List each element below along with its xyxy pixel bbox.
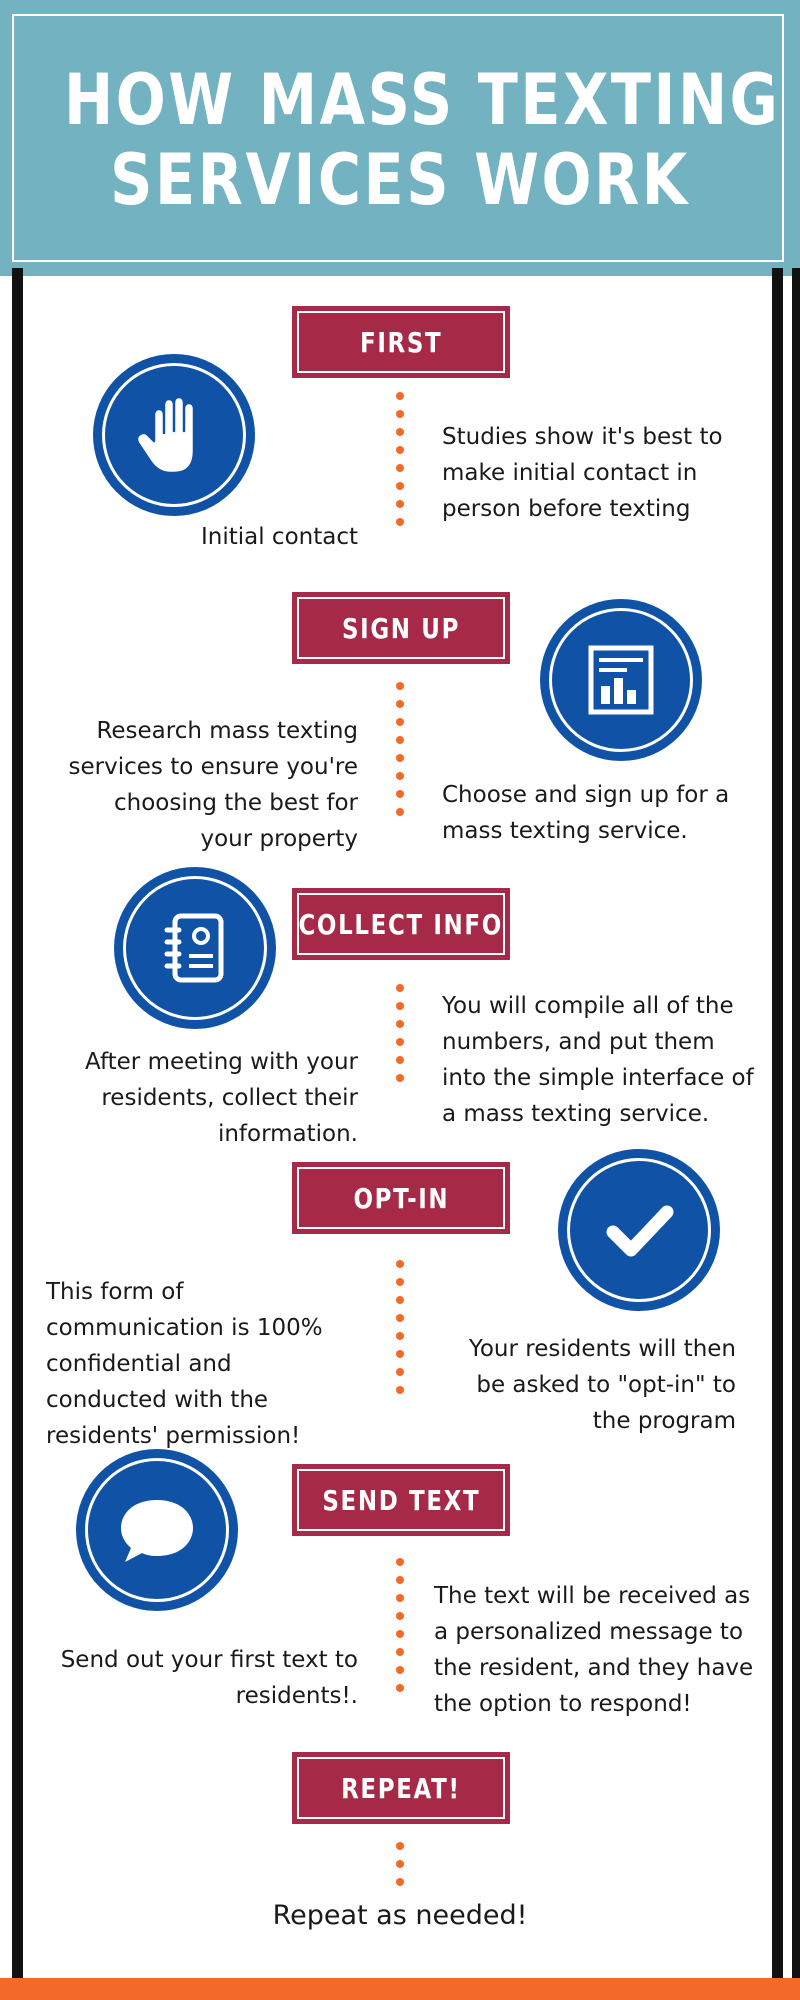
step-icon-opt-in [558, 1149, 720, 1311]
step-label-collect-info: COLLECT INFO [292, 888, 510, 960]
right-outer-bar [792, 268, 800, 1980]
title-line-1: HOW MASS TEXTING [64, 59, 781, 141]
step-connector-dots [394, 682, 406, 826]
step-label-sign-up: SIGN UP [292, 592, 510, 664]
page-title: HOW MASS TEXTING SERVICES WORK [64, 59, 781, 221]
step-text-send-text-b: The text will be received as a personali… [434, 1583, 754, 1717]
step-label-text: OPT-IN [353, 1181, 449, 1215]
step-connector-dots [394, 1260, 406, 1404]
step-text-repeat: Repeat as needed! [272, 1900, 528, 1931]
step-label-text: SEND TEXT [322, 1483, 480, 1517]
header-frame [12, 14, 784, 262]
step-text-opt-in-b: Your residents will then be asked to "op… [468, 1336, 736, 1434]
step-label-text: REPEAT! [341, 1771, 461, 1805]
step-label-text: COLLECT INFO [298, 907, 504, 941]
title-line-2: SERVICES WORK [110, 139, 690, 221]
right-border-bar [772, 268, 783, 1980]
step-connector-dots [394, 1842, 406, 1896]
step-connector-dots [394, 392, 406, 536]
step-label-text: FIRST [359, 325, 443, 359]
left-border-bar [12, 268, 23, 1980]
step-text-sign-up-b: Choose and sign up for a mass texting se… [442, 782, 730, 844]
step-connector-dots [394, 984, 406, 1092]
footer-bar [0, 1978, 800, 2000]
step-icon-first [93, 354, 255, 516]
step-text-first-b: Studies show it's best to make initial c… [442, 424, 723, 522]
header-banner: HOW MASS TEXTING SERVICES WORK [0, 0, 800, 276]
step-text-send-text-a: Send out your first text to residents!. [60, 1647, 358, 1709]
step-text-opt-in-a: This form of communication is 100% confi… [46, 1279, 323, 1449]
address-book-icon [164, 913, 224, 983]
bar-chart-icon [588, 645, 654, 715]
step-label-opt-in: OPT-IN [292, 1162, 510, 1234]
step-text-first-a: Initial contact [200, 524, 358, 550]
step-label-send-text: SEND TEXT [292, 1464, 510, 1536]
step-connector-dots [394, 1558, 406, 1702]
step-label-text: SIGN UP [341, 611, 461, 645]
step-label-first: FIRST [292, 306, 510, 378]
step-label-repeat: REPEAT! [292, 1752, 510, 1824]
step-text-collect-info-a: After meeting with your residents, colle… [85, 1049, 358, 1147]
step-text-collect-info-b: You will compile all of the numbers, and… [442, 993, 754, 1127]
step-icon-sign-up [540, 599, 702, 761]
speech-bubble-icon [121, 1500, 193, 1562]
checkmark-icon [606, 1205, 674, 1257]
raised-hand-icon [135, 395, 196, 475]
step-icon-collect-info [114, 867, 276, 1029]
step-text-sign-up-a: Research mass texting services to ensure… [68, 718, 358, 852]
step-icon-send-text [76, 1449, 238, 1611]
